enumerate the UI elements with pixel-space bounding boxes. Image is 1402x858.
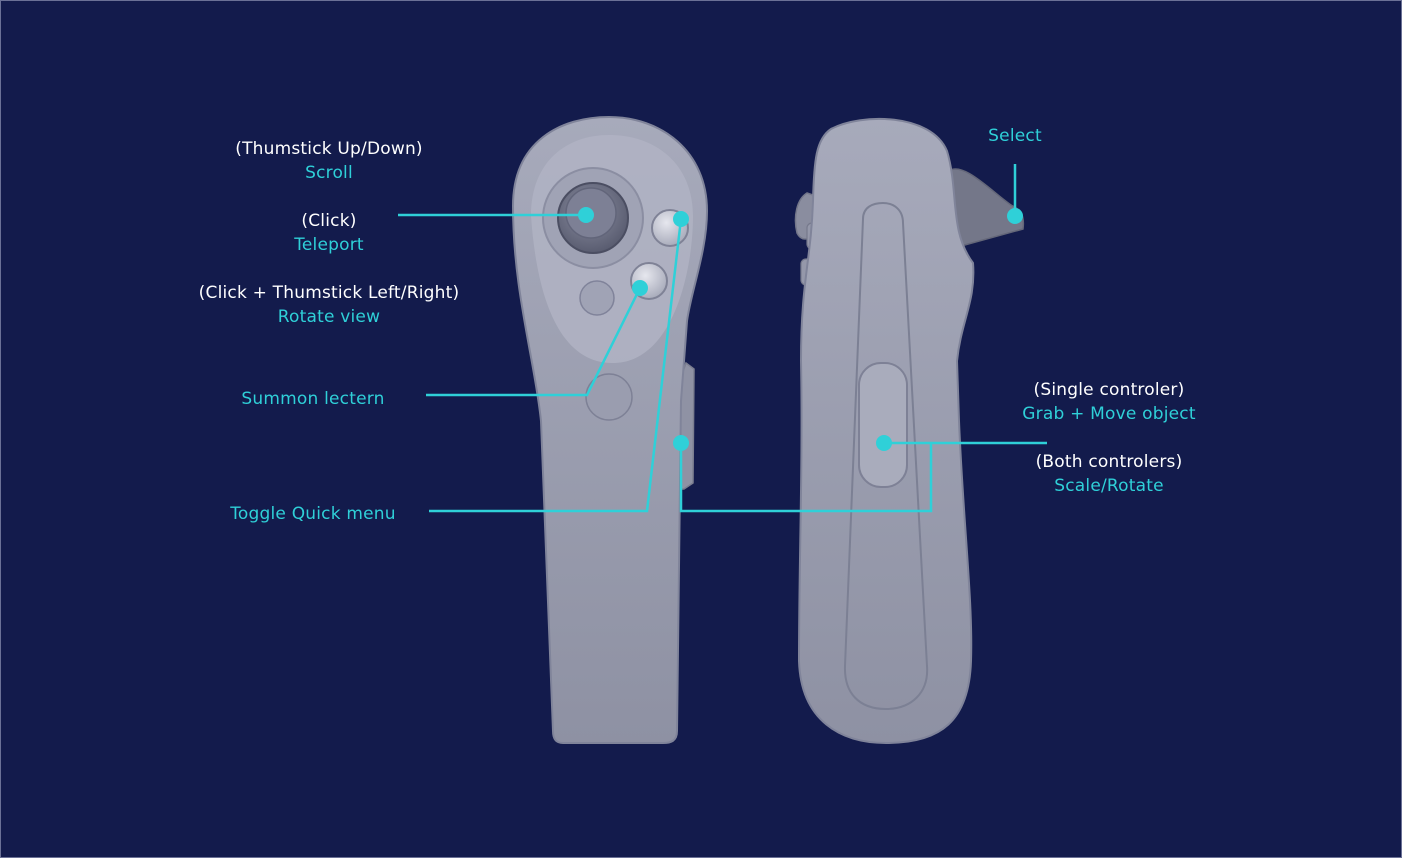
dot-side-trigger — [673, 435, 689, 451]
callout-summon: Summon lectern — [223, 387, 403, 411]
leader-scale — [679, 443, 933, 513]
callout-select: Select — [965, 124, 1065, 148]
callout-scroll: (Thumstick Up/Down) Scroll — [229, 137, 429, 185]
leader-summon — [426, 287, 642, 397]
dot-select-trigger — [1007, 208, 1023, 224]
callout-teleport-note: (Click) — [301, 211, 357, 231]
dot-button-b — [632, 280, 648, 296]
callout-scale: (Both controlers) Scale/Rotate — [1009, 450, 1209, 498]
dot-button-a — [673, 211, 689, 227]
side-controller — [794, 117, 1025, 745]
callout-grab-action: Grab + Move object — [1022, 404, 1196, 424]
callout-scale-action: Scale/Rotate — [1054, 476, 1164, 496]
callout-dots — [578, 207, 1023, 451]
callout-rotate-action: Rotate view — [277, 307, 381, 327]
callout-rotate-note: (Click + Thumstick Left/Right) — [198, 283, 460, 303]
dot-thumbstick — [578, 207, 594, 223]
callout-grab-note: (Single controler) — [1033, 380, 1185, 400]
callout-grab: (Single controler) Grab + Move object — [1009, 378, 1209, 426]
callout-select-action: Select — [988, 126, 1042, 146]
dot-grip — [876, 435, 892, 451]
callout-quick-menu-action: Toggle Quick menu — [230, 504, 396, 524]
front-controller — [511, 115, 709, 744]
callout-scroll-note: (Thumstick Up/Down) — [235, 139, 423, 159]
callout-scroll-action: Scroll — [305, 163, 353, 183]
leader-lines — [398, 164, 1047, 513]
callout-summon-action: Summon lectern — [241, 389, 385, 409]
callout-scale-note: (Both controlers) — [1035, 452, 1183, 472]
callout-quick-menu: Toggle Quick menu — [213, 502, 413, 526]
callout-teleport-action: Teleport — [294, 235, 364, 255]
callout-rotate: (Click + Thumstick Left/Right) Rotate vi… — [189, 281, 469, 329]
leader-rotate — [429, 218, 683, 513]
callout-teleport: (Click) Teleport — [229, 209, 429, 257]
